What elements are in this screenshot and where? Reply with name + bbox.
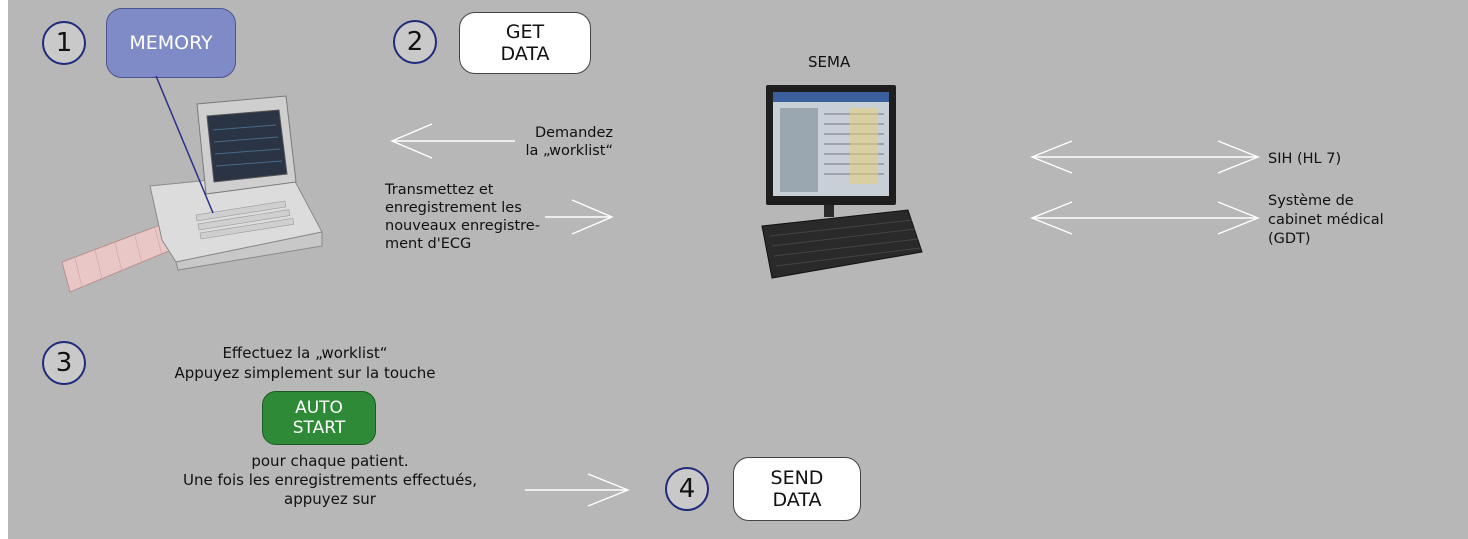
step-3-instruction-top: Effectuez la „worklist“ Appuyez simpleme… xyxy=(174,344,436,382)
request-arrow xyxy=(390,123,515,159)
gdt-double-arrow xyxy=(1030,201,1260,235)
ecg-device-icon xyxy=(61,95,323,293)
gdt-label: Système de cabinet médical (GDT) xyxy=(1268,193,1384,247)
transmit-arrow xyxy=(545,199,614,235)
auto-start-button-label: AUTO START xyxy=(292,398,346,438)
memory-button[interactable]: MEMORY xyxy=(106,8,236,78)
step-4-circle: 4 xyxy=(665,467,709,511)
transmit-arrow-label: Transmettez et enregistrement les nouvea… xyxy=(385,182,540,252)
auto-start-button[interactable]: AUTO START xyxy=(262,391,376,445)
computer-workstation-icon xyxy=(761,85,923,279)
sih-double-arrow xyxy=(1030,140,1260,174)
send-data-button-label: SEND DATA xyxy=(770,467,824,511)
arrows xyxy=(390,123,1260,507)
step-2-circle: 2 xyxy=(393,20,437,64)
send-arrow xyxy=(525,473,630,507)
step-1-circle: 1 xyxy=(42,21,86,65)
sih-label: SIH (HL 7) xyxy=(1268,151,1342,167)
sema-label: SEMA xyxy=(808,53,851,71)
step-3-circle: 3 xyxy=(42,341,86,385)
get-data-button[interactable]: GET DATA xyxy=(459,12,591,74)
memory-button-label: MEMORY xyxy=(129,32,213,54)
request-arrow-label: Demandez la „worklist“ xyxy=(525,125,613,159)
get-data-button-label: GET DATA xyxy=(500,21,550,65)
send-data-button[interactable]: SEND DATA xyxy=(733,457,861,521)
step-3-instruction-bottom: pour chaque patient. Une fois les enregi… xyxy=(183,452,477,508)
memory-pointer-line xyxy=(155,75,214,214)
diagram-panel xyxy=(8,0,1468,539)
